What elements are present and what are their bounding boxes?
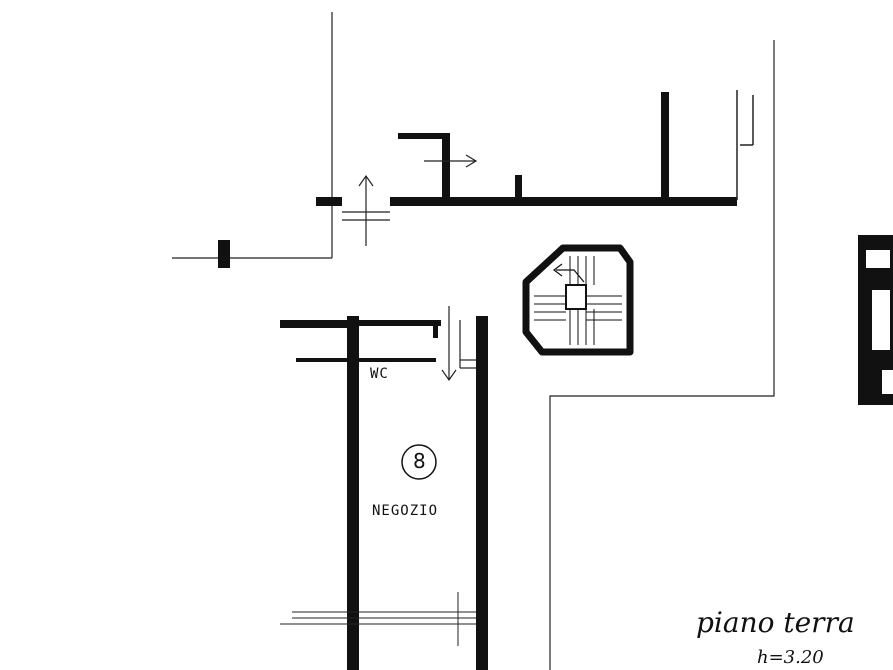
shop-front-window xyxy=(280,592,476,646)
adjacent-building xyxy=(858,235,893,405)
floor-height: h=3.20 xyxy=(757,647,824,668)
wc-label: WC xyxy=(370,366,389,382)
site-outline xyxy=(172,12,775,670)
stairwell xyxy=(522,244,634,356)
floor-name: piano terra xyxy=(696,606,855,639)
shop-walls xyxy=(280,316,488,670)
entrance-north xyxy=(342,154,478,246)
unit-number: 8 xyxy=(413,449,426,473)
unit-number-circle xyxy=(401,444,437,480)
shop-label: NEGOZIO xyxy=(372,503,439,519)
column-right xyxy=(736,90,754,200)
north-wall xyxy=(218,92,737,268)
shop-door xyxy=(441,306,476,382)
